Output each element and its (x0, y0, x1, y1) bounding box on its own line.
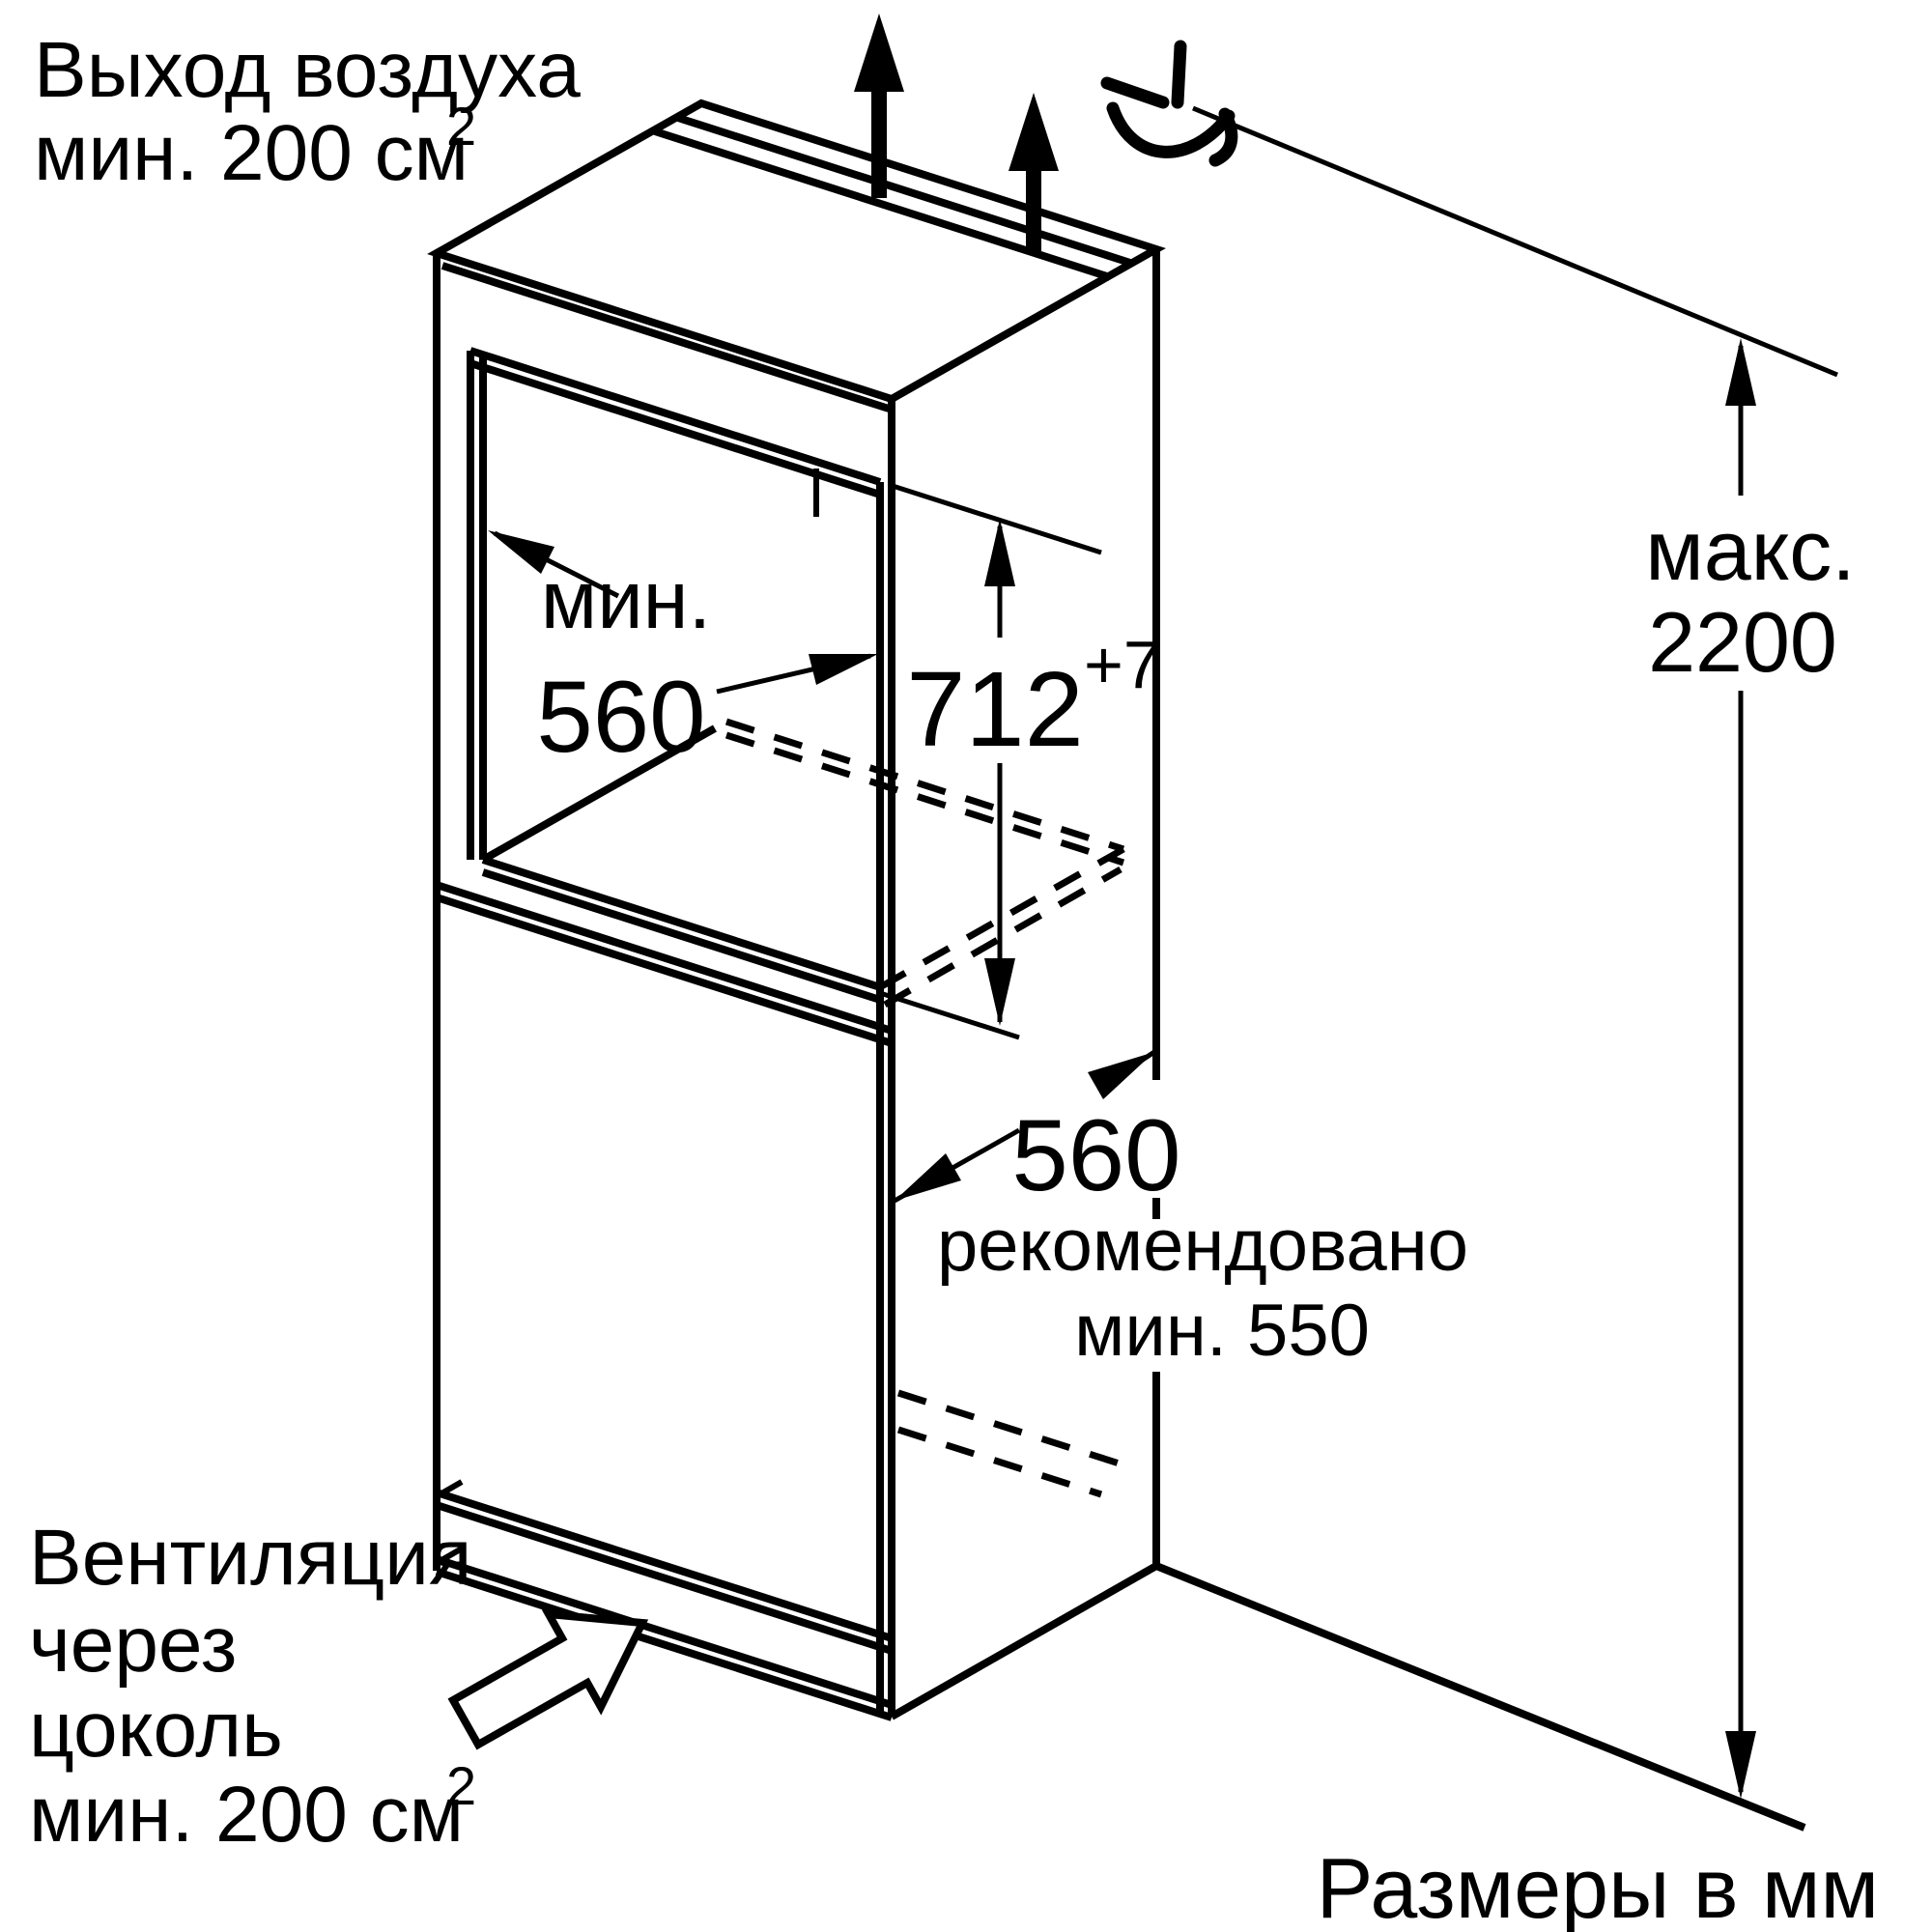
plinth-superscript: 2 (446, 1755, 476, 1816)
power-cord-curve (1106, 101, 1236, 158)
niche-width-arrowhead-left (488, 530, 554, 574)
niche-height-arrowhead-down (984, 958, 1015, 1026)
air-outlet-label: Выход воздуха мин. 200 см 2 (34, 26, 581, 197)
niche-width-value: 560 (536, 661, 705, 774)
top-face-front-inner-edge (440, 262, 891, 412)
max-height-extension-line (1192, 105, 1838, 378)
depth-recommended-line2: мин. 550 (1074, 1290, 1370, 1372)
plinth-slot-depth-tick-2 (435, 1546, 464, 1566)
max-height-arrowhead-up (1725, 338, 1756, 406)
max-height-arrowhead-down (1725, 1731, 1756, 1799)
depth-arrowhead-upper (1088, 1052, 1154, 1099)
top-band-bottom-inner (469, 359, 882, 498)
shelf-back-edge-hidden-2 (724, 731, 1125, 867)
niche-height-dimension: 712 +7 (892, 483, 1161, 1026)
shelf-right-edge-hidden-2 (883, 866, 1122, 1009)
plinth-slot-top-outer (435, 1489, 894, 1642)
air-outlet-superscript: 2 (446, 96, 476, 156)
niche-width-arrowhead-right (809, 654, 878, 685)
niche-width-word: мин. (541, 554, 711, 646)
power-cord-tick-diagonal (1100, 76, 1170, 109)
plinth-slot-depth-tick-1 (435, 1479, 464, 1499)
plinth-line3: цоколь (29, 1686, 283, 1774)
plinth-line2: через (29, 1601, 237, 1689)
max-height-dimension: макс. 2200 (1192, 105, 1856, 1799)
air-outlet-line1: Выход воздуха (34, 26, 581, 114)
air-outlet-line2: мин. 200 см (34, 109, 469, 197)
plinth-slot-top-inner (435, 1501, 894, 1655)
bottom-hidden-edge-1 (896, 1389, 1130, 1470)
power-cord-curl (1208, 107, 1238, 167)
plinth-vent-arrow-icon (447, 1609, 649, 1750)
right-side-bottom-edge (890, 1562, 1158, 1720)
niche-height-value: 712 (906, 650, 1084, 769)
niche-width-dimension: мин. 560 (488, 530, 878, 774)
plinth-slot-bottom-inner (435, 1568, 894, 1721)
shelf-front-edge-top (481, 856, 882, 991)
plinth-slot-bottom-outer (435, 1555, 894, 1709)
plinth-line4: мин. 200 см (29, 1771, 464, 1859)
air-arrow-left-icon (854, 14, 904, 92)
units-label: Размеры в мм (1317, 1840, 1879, 1932)
power-cord-tick-vertical (1171, 40, 1187, 109)
shelf-front-edge-bottom (481, 868, 882, 1004)
bottom-hidden-edge-2 (896, 1426, 1103, 1498)
floor-line (1154, 1562, 1806, 1832)
shelf-back-edge-hidden (724, 718, 1125, 853)
power-cord-icon (1100, 40, 1238, 167)
top-vent-slot-back-line (676, 114, 1135, 268)
depth-recommended-line1: рекомендовано (937, 1205, 1468, 1287)
plinth-line1: Вентиляция (29, 1514, 471, 1602)
niche-height-tolerance: +7 (1084, 627, 1161, 702)
cabinet-drawing (427, 99, 1806, 1832)
air-arrow-right-icon (1009, 93, 1059, 171)
top-band-bottom-outer (469, 347, 882, 486)
door-top-edge-inner (435, 894, 894, 1047)
top-vent-slot-front-line (653, 128, 1112, 281)
max-height-value: 2200 (1648, 594, 1837, 690)
niche-height-arrowhead-up (984, 519, 1015, 586)
left-wall-floor-junction (481, 724, 717, 864)
depth-dimension: 560 рекомендовано мин. 550 (893, 1049, 1468, 1372)
max-height-word: макс. (1645, 502, 1855, 598)
depth-value: 560 (1011, 1099, 1180, 1212)
door-top-edge-outer (435, 881, 894, 1035)
niche-height-ext-top (892, 483, 1102, 555)
plinth-vent-label: Вентиляция через цоколь мин. 200 см 2 (29, 1514, 476, 1859)
shelf-extension-line (879, 990, 1020, 1040)
air-flow-arrows (854, 14, 1059, 251)
depth-arrowhead-lower (895, 1153, 961, 1201)
